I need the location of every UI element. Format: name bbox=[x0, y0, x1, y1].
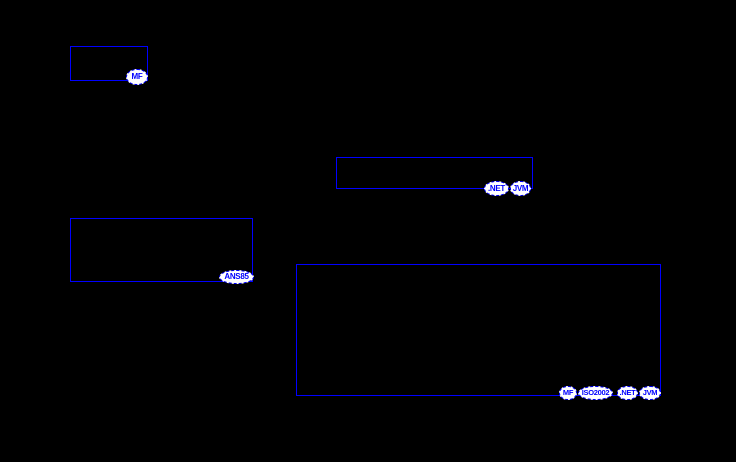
dialect-badge-jvm: JVM bbox=[510, 181, 531, 196]
dialect-badge-jvm: JVM bbox=[639, 386, 661, 400]
syntax-box-bottom-right bbox=[296, 264, 661, 396]
syntax-box-top-left bbox=[70, 46, 148, 81]
syntax-box-middle-left bbox=[70, 218, 253, 282]
dialect-badge-iso2002: ISO2002 bbox=[578, 386, 613, 400]
dialect-badge-dotnet: .NET bbox=[617, 386, 638, 400]
dialect-badge-mf: MF bbox=[126, 69, 148, 85]
dialect-badge-mf: MF bbox=[559, 386, 577, 400]
dialect-badge-dotnet: .NET bbox=[484, 181, 509, 196]
dialect-badge-ans85: ANS85 bbox=[219, 270, 254, 284]
syntax-box-top-right bbox=[336, 157, 533, 189]
